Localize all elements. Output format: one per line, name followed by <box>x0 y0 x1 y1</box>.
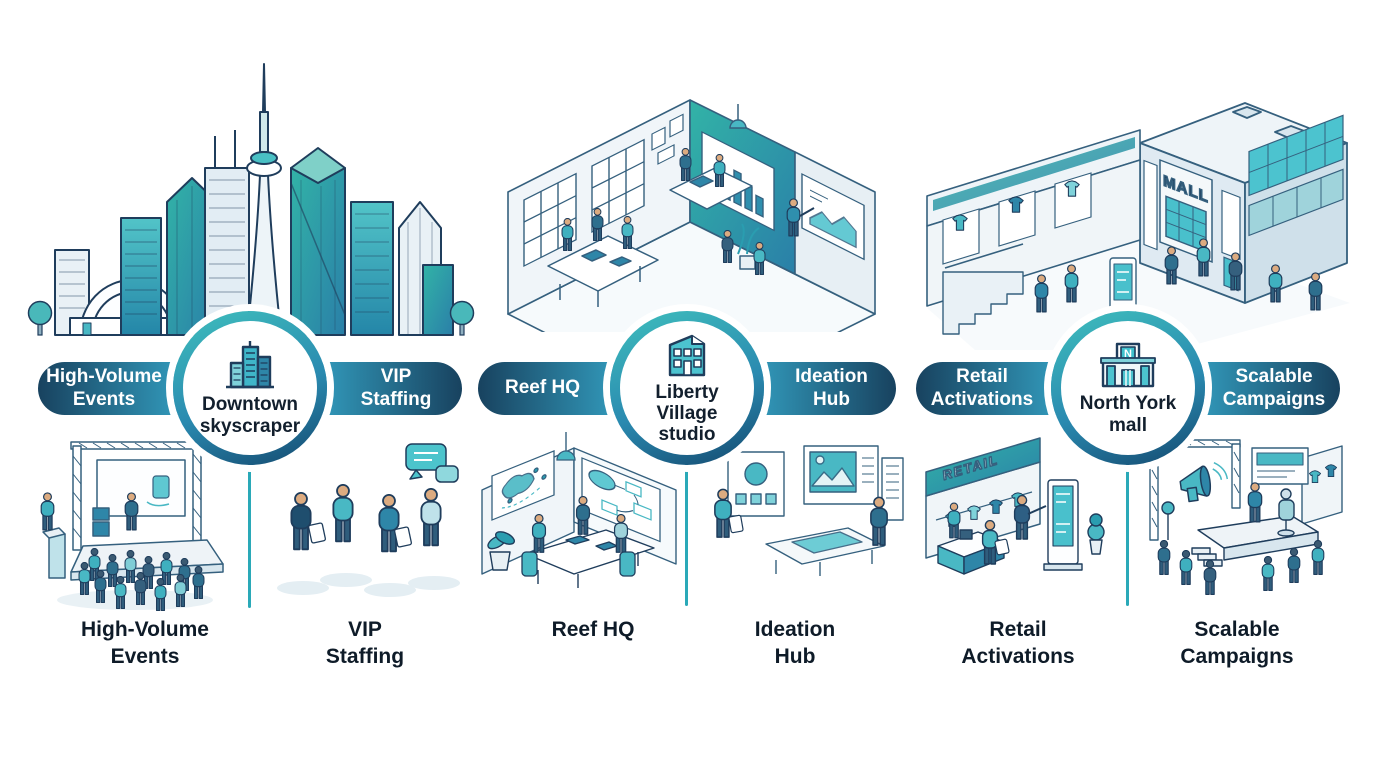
caption-vip-staffing: VIP Staffing <box>240 616 490 671</box>
caption-line: VIP <box>348 618 382 641</box>
caption-line: Hub <box>774 645 816 669</box>
hub-label-line: Downtown <box>201 394 299 416</box>
toronto-skyline-scene <box>27 63 475 336</box>
hub-label: Downtown skyscraper <box>200 394 300 437</box>
retail-activation-scene: RETAIL <box>925 437 1105 575</box>
studio-building-icon <box>668 334 706 376</box>
ribbon-label-line: Ideation <box>795 366 868 388</box>
scene-divider <box>1126 434 1129 606</box>
high-volume-event-scene <box>40 441 224 612</box>
hub-label-line: Liberty <box>655 381 719 403</box>
hub-label-line: North York <box>1079 393 1177 415</box>
ribbon-label-line: Scalable <box>1235 366 1313 388</box>
hub-label: Liberty Village studio <box>655 382 718 446</box>
ribbon-label-line: Campaigns <box>1222 388 1326 410</box>
caption-line: Staffing <box>325 645 405 669</box>
caption-high-volume-events: High-Volume Events <box>20 616 270 671</box>
caption-line: Events <box>110 645 180 669</box>
ribbon-label-line: Activations <box>930 388 1034 410</box>
hub-north-york-mall: N North York mall <box>1051 311 1205 465</box>
caption-line: Campaigns <box>1180 645 1294 669</box>
hub-label: North York mall <box>1080 393 1176 436</box>
scene-divider <box>685 438 688 606</box>
ribbon-label-line: Staffing <box>360 388 432 410</box>
caption-line: Retail <box>989 618 1047 641</box>
caption-retail-activations: Retail Activations <box>893 616 1143 671</box>
hub-label-line: skyscraper <box>199 415 301 437</box>
hub-label-line: Village <box>656 402 718 424</box>
caption-line: Scalable <box>1194 618 1280 641</box>
ribbon-label-line: VIP <box>380 366 412 388</box>
hub-label-line: mall <box>1108 414 1147 436</box>
scalable-campaign-scene <box>1149 439 1343 595</box>
caption-line: Reef HQ <box>551 618 635 641</box>
open-plan-office-scene <box>507 99 876 332</box>
mall-building-icon: N <box>1100 343 1156 388</box>
ribbon-label-line: Events <box>72 388 136 410</box>
caption-reef-hq: Reef HQ <box>468 616 718 643</box>
ribbon-label-line: Reef HQ <box>505 377 580 399</box>
caption-ideation-hub: Ideation Hub <box>670 616 920 671</box>
caption-line: High-Volume <box>81 618 209 641</box>
ideation-hub-scene <box>714 445 904 576</box>
vip-staffing-scene <box>277 443 460 597</box>
caption-line: Ideation <box>754 618 836 641</box>
mall-exterior-scene: MALL <box>926 102 1350 350</box>
caption-line: Activations <box>961 645 1075 669</box>
scene-divider <box>248 436 251 608</box>
skyscraper-icon <box>226 341 274 389</box>
mall-icon-letter: N <box>1124 348 1132 360</box>
ribbon-label-line: High-Volume <box>46 366 162 388</box>
caption-scalable-campaigns: Scalable Campaigns <box>1112 616 1362 671</box>
ribbon-label-line: Hub <box>813 388 850 410</box>
hub-downtown-skyscraper: Downtown skyscraper <box>173 311 327 465</box>
hub-liberty-village-studio: Liberty Village studio <box>610 311 764 465</box>
hub-label-line: studio <box>658 424 716 446</box>
ribbon-label-line: Retail <box>956 366 1008 388</box>
reef-hq-workroom-scene <box>481 432 677 588</box>
